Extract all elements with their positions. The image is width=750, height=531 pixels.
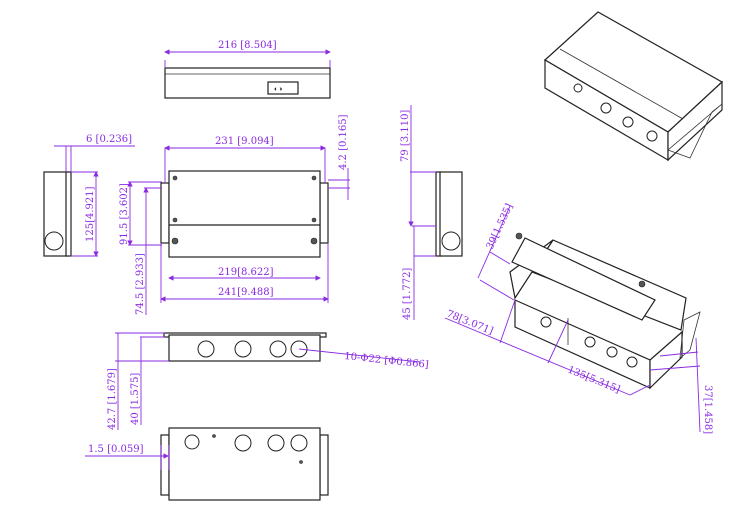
- dim-iso-lid: 39[1.535]: [485, 202, 516, 251]
- bottom-view: 1.5 [0.059]: [85, 427, 329, 501]
- dim-right-upper: 79 [3.110]: [400, 110, 411, 162]
- dim-side-inner-height: 40 [1.575]: [130, 373, 141, 425]
- dim-right-lower: 45 [1.772]: [402, 268, 413, 320]
- dim-iso-depth: 78[3.071]: [445, 309, 495, 338]
- isometric-open-view: 39[1.535] 78[3.071] 135[5.315] 37[1.458]: [444, 202, 713, 434]
- dim-front-body: 219[8.622]: [218, 267, 274, 278]
- front-view: 231 [9.094] 4.2 [0.165] 219[8.622] 241[9…: [119, 114, 350, 315]
- dim-left-flange: 6 [0.236]: [86, 134, 132, 145]
- dim-iso-height: 37[1.458]: [702, 385, 713, 434]
- dim-front-tab: 4.2 [0.165]: [338, 114, 349, 170]
- dim-knockouts: 10-Φ22 [Φ0.866]: [344, 351, 430, 371]
- dim-front-upper-height: 91.5 [3.602]: [119, 183, 130, 245]
- dim-bottom-thickness: 1.5 [0.059]: [88, 444, 144, 455]
- dim-front-overall: 241[9.488]: [218, 287, 274, 298]
- knockout-side-view: 10-Φ22 [Φ0.866] 42.7 [1.679] 40 [1.575]: [107, 332, 430, 430]
- label-icon: ◐◑: [274, 85, 282, 93]
- dim-front-mount: 231 [9.094]: [215, 136, 274, 147]
- dim-front-lower-height: 74.5 [2.933]: [135, 253, 146, 315]
- isometric-closed-view: [543, 11, 724, 162]
- dim-left-height: 125[4.921]: [85, 186, 96, 242]
- top-view: ◐◑ 216 [8.504]: [164, 40, 331, 99]
- left-side-view: 6 [0.236] 125[4.921]: [43, 134, 135, 257]
- dim-side-outer-height: 42.7 [1.679]: [107, 368, 118, 430]
- right-side-view: 79 [3.110] 45 [1.772]: [400, 105, 463, 320]
- dim-top-width: 216 [8.504]: [218, 40, 277, 51]
